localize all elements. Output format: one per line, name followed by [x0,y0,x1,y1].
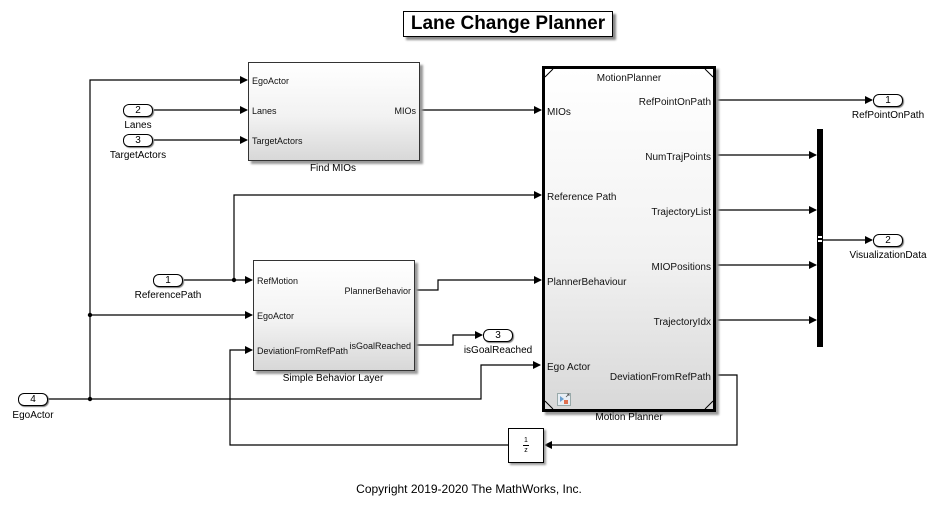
port-trajectorylist: TrajectoryList [651,207,711,218]
port-numtrajpoints: NumTrajPoints [645,152,711,163]
junction-dot [87,396,93,402]
port-reference-path: Reference Path [547,192,617,203]
inport-label: Lanes [124,120,152,131]
outport-refpointonpath[interactable]: 1 [873,94,903,107]
port-targetactors: TargetActors [252,136,303,146]
line-delay-to-behavior[interactable] [229,346,508,446]
port-plannerbehavior: PlannerBehavior [344,286,411,296]
outport-label: isGoalReached [463,345,533,356]
inport-label: ReferencePath [134,290,202,301]
outport-visualizationdata[interactable]: 2 [873,234,903,247]
port-deviationfromrefpath: DeviationFromRefPath [257,346,349,356]
diagram-title: Lane Change Planner [403,11,613,37]
port-lanes: Lanes [252,106,277,116]
inport-targetactors[interactable]: 3 [123,134,153,147]
find-mios-block[interactable]: EgoActor Lanes TargetActors MIOs [248,62,420,161]
port-miopositions: MIOPositions [651,262,711,273]
simple-behavior-layer-block[interactable]: RefMotion EgoActor DeviationFromRefPath … [253,260,415,371]
inport-egoactor[interactable]: 4 [18,393,48,406]
inport-lanes[interactable]: 2 [123,104,153,117]
block-corner-marks [545,69,713,409]
port-egoactor: EgoActor [257,311,295,321]
port-refpointonpath: RefPointOnPath [638,97,711,108]
outport-isgoalreached[interactable]: 3 [483,329,513,342]
inport-referencepath[interactable]: 1 [153,274,183,287]
port-mios: MIOs [394,106,417,116]
port-trajectoryidx: TrajectoryIdx [653,317,711,328]
copyright-text: Copyright 2019-2020 The MathWorks, Inc. [356,482,582,496]
model-reference-icon[interactable] [557,393,571,406]
bus-creator-block[interactable] [817,129,823,347]
junction-dot [87,312,93,318]
outport-label: VisualizationData [849,250,927,261]
line-egoactor-main[interactable] [48,361,541,400]
port-egoactor: EgoActor [252,76,290,86]
inport-label: EgoActor [12,410,54,421]
motion-planner-inner-title: MotionPlanner [596,73,662,84]
delay-numerator: 1 [524,437,528,444]
bus-tick [818,236,822,238]
bus-tick [818,240,822,242]
block-label: Motion Planner [595,412,663,423]
line-plannerbehavior[interactable] [413,276,542,291]
port-mios: MIOs [547,107,571,118]
fraction-bar [523,445,529,446]
unit-delay-block[interactable]: 1 z [508,428,544,463]
line-refpath-motionplanner[interactable] [233,191,542,280]
port-plannerbehaviour: PlannerBehaviour [547,277,627,288]
block-label: Find MIOs [309,163,357,174]
port-isgoalreached: isGoalReached [349,341,411,351]
line-isgoalreached[interactable] [413,331,483,346]
line-egoactor-findmios[interactable] [89,76,248,399]
motion-planner-block[interactable]: MotionPlanner MIOs Reference Path Planne… [542,66,716,412]
port-refmotion: RefMotion [257,276,299,286]
port-ego-actor: Ego Actor [547,362,591,373]
inport-label: TargetActors [109,150,167,161]
outport-label: RefPointOnPath [851,110,925,121]
line-deviation-to-delay[interactable] [544,374,738,449]
port-deviationfromrefpath: DeviationFromRefPath [609,372,711,383]
block-label: Simple Behavior Layer [282,373,384,384]
delay-denominator: z [524,447,528,454]
junction-dot [231,277,237,283]
